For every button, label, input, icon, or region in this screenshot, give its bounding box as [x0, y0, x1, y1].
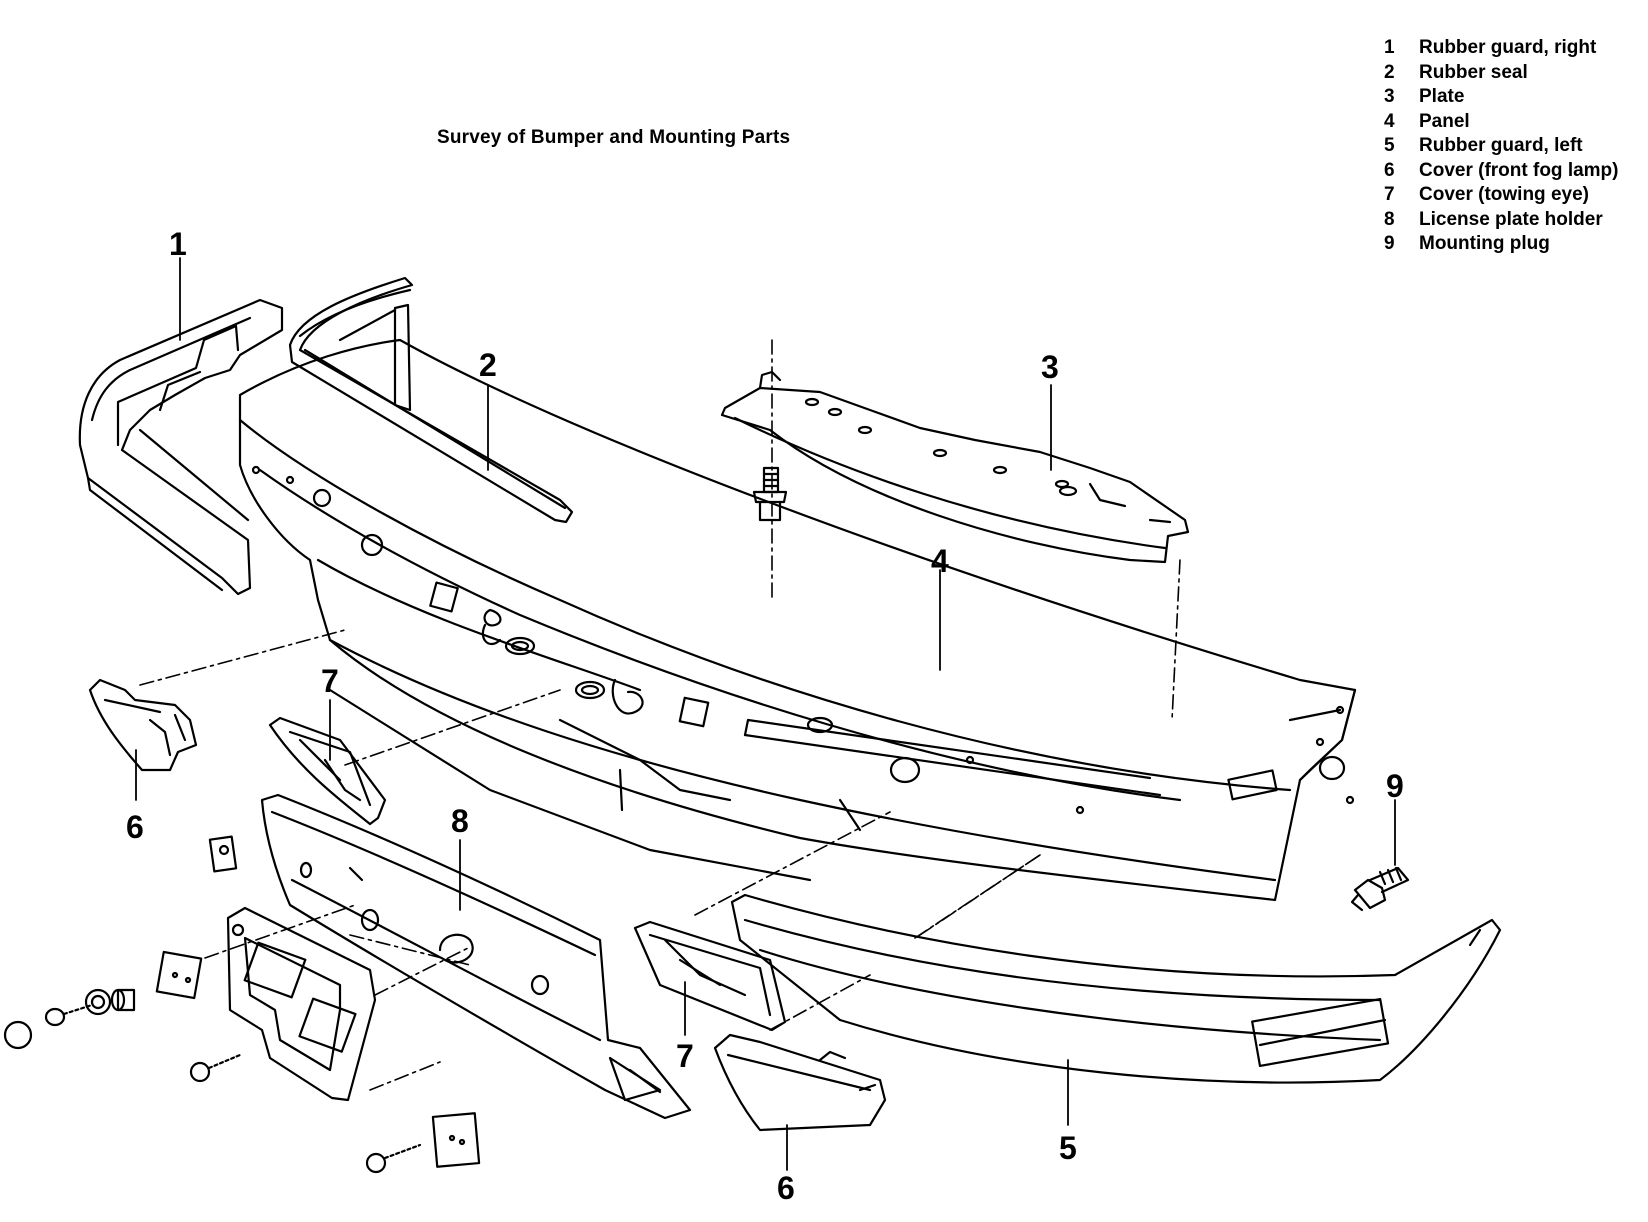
legend-label: Cover (towing eye)	[1419, 184, 1589, 205]
towing-eye-cover-left	[268, 716, 387, 826]
legend-label: Rubber guard, left	[1419, 135, 1583, 156]
plate-mounting-frame	[226, 906, 377, 1102]
small-clip	[208, 835, 238, 873]
callout-6-right: 6	[777, 1170, 795, 1206]
legend-item: 5 Rubber guard, left	[1384, 134, 1619, 159]
callout-6-left: 6	[126, 809, 144, 845]
assembly-line-tow-left	[344, 689, 561, 766]
legend-label: Rubber guard, right	[1419, 37, 1597, 58]
legend-label: Cover (front fog lamp)	[1419, 159, 1619, 181]
callout-9: 9	[1386, 768, 1404, 804]
parts-legend: 1 Rubber guard, right 2 Rubber seal 3 Plate…	[1384, 36, 1619, 257]
legend-label: Plate	[1419, 86, 1465, 107]
assembly-line-tow-right	[694, 811, 891, 916]
assembly-line-pin	[349, 934, 471, 966]
legend-number: 1	[1384, 37, 1395, 58]
assembly-line-fog-left	[139, 629, 346, 686]
legend-number: 3	[1384, 86, 1395, 107]
legend-number: 2	[1384, 61, 1395, 83]
legend-number: 4	[1384, 110, 1395, 132]
legend-number: 7	[1384, 184, 1395, 205]
callout-2: 2	[479, 347, 497, 383]
legend-number: 9	[1384, 233, 1395, 254]
assembly-line-plate-screw	[374, 947, 469, 996]
rubber-guard-right	[78, 298, 284, 596]
bumper-panel	[238, 338, 1357, 902]
legend-number: 5	[1384, 135, 1395, 156]
rubber-guard-left	[730, 893, 1502, 1084]
mounting-plate	[720, 370, 1190, 564]
legend-item: 3 Plate	[1384, 85, 1619, 110]
assembly-line-plate-right	[1171, 559, 1181, 721]
screw-set-left	[3, 950, 203, 1050]
assembly-line-guard-left	[914, 854, 1041, 939]
legend-item: 9 Mounting plug	[1384, 232, 1619, 257]
plate-bolt	[752, 466, 788, 522]
assembly-line-holder-a	[204, 904, 356, 959]
legend-item: 8 License plate holder	[1384, 208, 1619, 233]
fog-lamp-cover-left	[88, 678, 198, 772]
assembly-line-holder-b	[369, 1061, 441, 1091]
towing-eye-cover-right	[633, 920, 787, 1032]
assembly-line-plug	[919, 854, 1041, 936]
legend-label: Mounting plug	[1419, 233, 1550, 254]
callout-8: 8	[451, 803, 469, 839]
legend-item: 1 Rubber guard, right	[1384, 36, 1619, 61]
callout-4: 4	[931, 543, 949, 579]
legend-item: 6 Cover (front fog lamp)	[1384, 159, 1619, 184]
legend-item: 7 Cover (towing eye)	[1384, 183, 1619, 208]
legend-number: 8	[1384, 208, 1395, 230]
callout-7-right: 7	[676, 1038, 694, 1074]
diagram-title: Survey of Bumper and Mounting Parts	[437, 127, 791, 148]
fog-lamp-cover-right	[713, 1033, 887, 1132]
mounting-plug	[1350, 866, 1410, 912]
legend-item: 2 Rubber seal	[1384, 61, 1619, 86]
leader-lines	[135, 257, 1396, 1171]
legend-label: Panel	[1419, 110, 1470, 132]
assembly-line-fog-right	[769, 974, 871, 1031]
callout-3: 3	[1041, 349, 1059, 385]
callout-7-left: 7	[321, 663, 339, 699]
legend-label: Rubber seal	[1419, 61, 1528, 83]
assembly-lines	[139, 339, 1181, 1091]
rubber-seal	[288, 276, 574, 524]
callout-5: 5	[1059, 1130, 1077, 1166]
legend-number: 6	[1384, 159, 1395, 181]
legend-label: License plate holder	[1419, 208, 1603, 230]
license-plate-holder	[260, 793, 692, 1120]
callout-1: 1	[169, 226, 187, 262]
screw-set-lower	[189, 1053, 481, 1174]
legend-item: 4 Panel	[1384, 110, 1619, 135]
